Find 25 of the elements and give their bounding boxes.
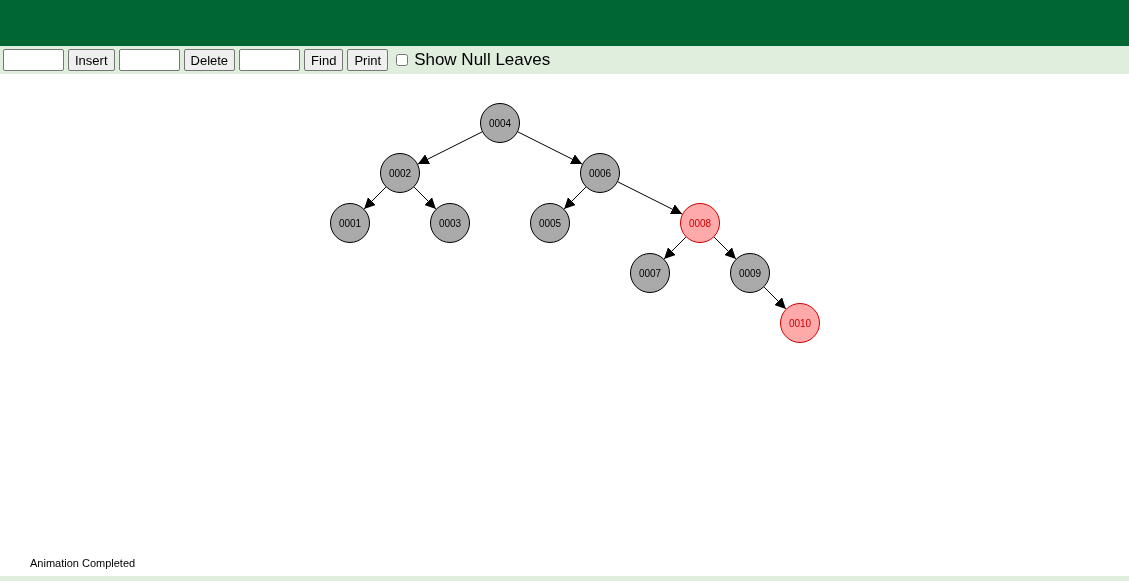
arrow [563,186,587,210]
insert-button: Insert [68,49,115,71]
delete-button: Delete [183,49,236,71]
tree-node-circle: 0007 [630,253,670,293]
find-button: Find [304,49,344,71]
arrow [663,236,687,260]
tree-node-circle: 0009 [730,253,770,293]
arrow [363,186,387,210]
tree-node-circle: 0003 [430,203,470,243]
arrow [413,186,437,210]
tree-node-circle: 0001 [330,203,370,243]
arrow [617,181,683,215]
arrow [713,236,737,260]
tree-node-circle: 0006 [580,153,620,193]
tree-node-circle: 0002 [380,153,420,193]
arrow [417,131,483,165]
tree-node-circle: 0005 [530,203,570,243]
tree-node-circle: 0008 [680,203,720,243]
print-button: Print [347,49,389,71]
tree-node-circle: 0004 [480,103,520,143]
arrow [517,131,583,165]
status-text: Animation Completed [30,557,136,569]
arrow [763,286,787,310]
tree-node-circle: 0010 [780,303,820,343]
checkbox-label: Show Null Leaves [414,50,551,70]
